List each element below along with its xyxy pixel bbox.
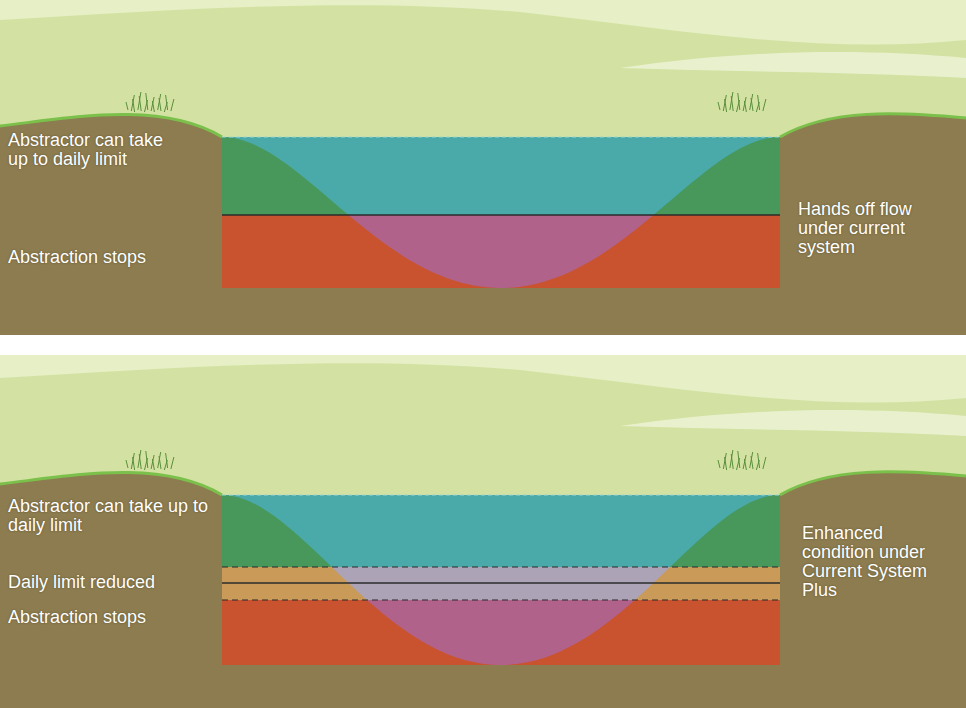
stop-band-inner: [222, 600, 780, 665]
grass-blade: [744, 101, 746, 112]
zone-label: Abstraction stops: [8, 608, 208, 627]
grass-blade: [725, 457, 727, 470]
grass-blade: [139, 454, 141, 469]
abstraction-band-inner: [222, 137, 780, 215]
grass-blade: [751, 98, 753, 111]
grass-edge: [780, 114, 966, 137]
grass-blade: [126, 102, 128, 110]
grass-blade: [731, 454, 733, 469]
flow-label: Enhanced condition under Current System …: [802, 524, 942, 600]
grass-blade: [152, 101, 154, 112]
grass-blade: [750, 94, 753, 110]
panel: [0, 355, 966, 708]
reduced-band-outer: [222, 567, 780, 600]
grass-blade: [151, 97, 154, 111]
stop-band-outer: [222, 600, 780, 665]
grass-blade: [731, 96, 733, 111]
grass-blade: [138, 92, 141, 110]
grass-blade: [126, 460, 128, 468]
grass-blade: [750, 452, 753, 468]
zone-label: Abstractor can take up to daily limit: [8, 497, 223, 535]
grass-blade: [166, 453, 168, 468]
water-surface: [222, 495, 780, 496]
grass-blade: [758, 95, 760, 110]
water-surface: [222, 137, 780, 138]
grass-blade: [158, 452, 161, 468]
grass-edge: [780, 472, 966, 495]
grass-blade: [138, 450, 141, 468]
hands-off-flow-line: [222, 214, 780, 216]
grass-blade: [158, 94, 161, 110]
grass-blade: [131, 453, 134, 469]
stop-band-outer: [222, 215, 780, 288]
grass-blade: [744, 459, 746, 470]
grass-blade: [159, 98, 161, 111]
abstraction-band-outer: [222, 495, 780, 567]
grass-blade: [131, 95, 134, 111]
threshold-line: [222, 566, 780, 567]
grass-blade: [723, 95, 726, 111]
abstraction-band-inner: [222, 495, 780, 567]
grass-blade: [730, 450, 733, 468]
flow-label: Hands off flow under current system: [798, 200, 948, 257]
grass-blade: [730, 92, 733, 110]
grass-blade: [146, 93, 148, 110]
grass-blade: [718, 102, 720, 110]
abstraction-band-outer: [222, 137, 780, 215]
panel: [0, 0, 966, 335]
pale-hill: [0, 355, 966, 403]
distant-hill: [620, 52, 966, 78]
zone-label: Abstraction stops: [8, 248, 208, 267]
grass-blade: [725, 99, 727, 112]
threshold-line: [222, 599, 780, 600]
grass-blade: [171, 457, 174, 469]
grass-blade: [133, 99, 135, 112]
grass-blade: [751, 456, 753, 469]
grass-blade: [723, 453, 726, 469]
grass-blade: [166, 95, 168, 110]
grass-blade: [718, 460, 720, 468]
grass-blade: [743, 455, 746, 469]
grass-blade: [151, 455, 154, 469]
ground: [0, 472, 966, 708]
distant-hill: [620, 410, 966, 436]
zone-label: Daily limit reduced: [8, 573, 223, 592]
grass-blade: [171, 99, 174, 111]
grass-blade: [146, 451, 148, 468]
hill-background: [0, 0, 966, 335]
grass-blade: [738, 93, 740, 110]
ground: [0, 114, 966, 335]
grass-blade: [159, 456, 161, 469]
grass-blade: [152, 459, 154, 470]
grass-blade: [133, 457, 135, 470]
grass-blade: [763, 457, 766, 469]
reduced-band-inner: [222, 567, 780, 600]
grass-blade: [763, 99, 766, 111]
grass-edge: [0, 473, 222, 495]
grass-blade: [738, 451, 740, 468]
grass-blade: [139, 96, 141, 111]
grass-blade: [743, 97, 746, 111]
zone-label: Abstractor can take up to daily limit: [8, 131, 176, 169]
grass-blade: [758, 453, 760, 468]
hands-off-flow-line: [222, 582, 780, 584]
hill-background: [0, 355, 966, 708]
stop-band-inner: [222, 215, 780, 288]
pale-hill: [0, 0, 966, 45]
